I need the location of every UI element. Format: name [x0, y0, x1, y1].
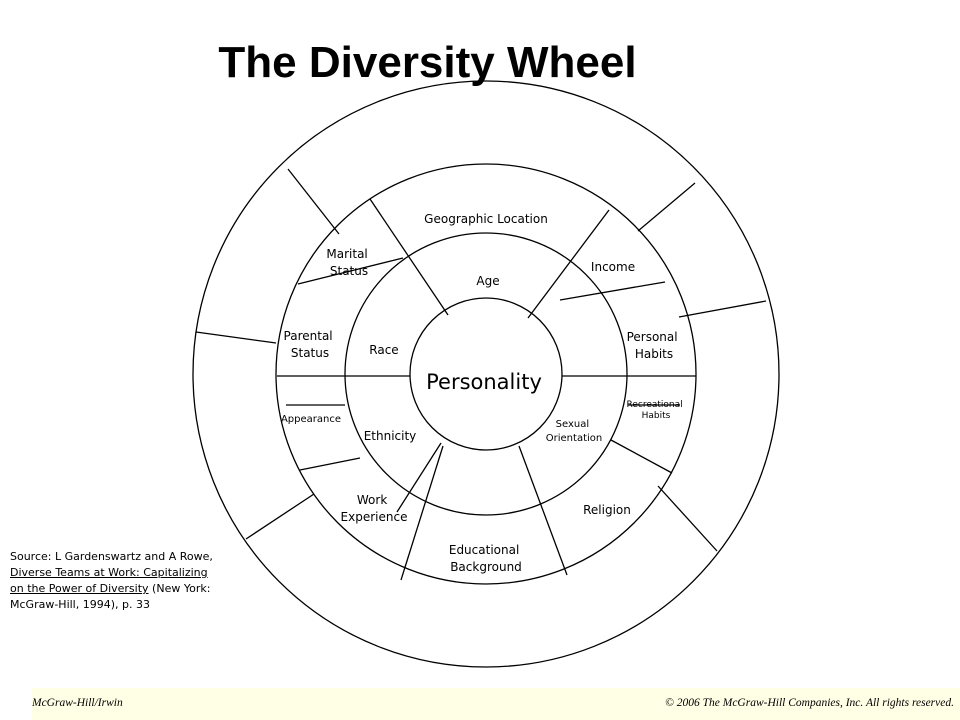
page-title: The Diversity Wheel — [218, 38, 637, 87]
footer-publisher: McGraw-Hill/Irwin — [32, 697, 123, 709]
source-book-title[interactable]: Diverse Teams at Work: Capitalizing on t… — [10, 566, 208, 595]
outer-label-work-experience: Work Experience — [341, 493, 408, 524]
internal-dimensions-ring — [344, 232, 628, 516]
outer-label-recreational-habits: Recreational Habits — [626, 400, 685, 421]
source-suffix: (New York: McGraw-Hill, 1994), p. 33 — [10, 582, 211, 611]
inner-label-ethnicity: Ethnicity — [364, 429, 417, 443]
footer-bar: McGraw-Hill/Irwin © 2006 The McGraw-Hill… — [32, 688, 960, 720]
outer-label-income: Income — [591, 260, 635, 274]
sexual-line-2: Orientation — [546, 433, 602, 444]
outer-label-marital-status: Marital Status — [326, 247, 371, 278]
inner-label-age: Age — [476, 274, 499, 288]
footer-copyright: © 2006 The McGraw-Hill Companies, Inc. A… — [665, 697, 954, 709]
outermost-ring — [192, 80, 780, 668]
outer-label-parental-status: Parental Status — [284, 329, 337, 360]
outer-label-religion: Religion — [583, 503, 631, 517]
sexual-line-1: Sexual — [556, 419, 590, 430]
outer-label-personal-habits: Personal Habits — [627, 330, 682, 361]
external-ring-dividers — [277, 198, 696, 581]
outer-band-dividers — [195, 168, 767, 552]
inner-label-race: Race — [369, 343, 398, 357]
source-citation: Source: L Gardenswartz and A Rowe, Diver… — [10, 549, 222, 613]
external-dimensions-ring — [275, 163, 697, 585]
outer-label-educational-background: Educational Background — [449, 543, 523, 574]
personality-core — [409, 297, 563, 451]
outer-label-geographic-location: Geographic Location — [424, 212, 548, 226]
inner-label-sexual-orientation: Sexual Orientation — [546, 419, 602, 444]
outer-label-appearance: Appearance — [281, 414, 341, 425]
source-prefix: Source: L Gardenswartz and A Rowe, — [10, 550, 213, 563]
center-label: Personality — [426, 370, 542, 394]
